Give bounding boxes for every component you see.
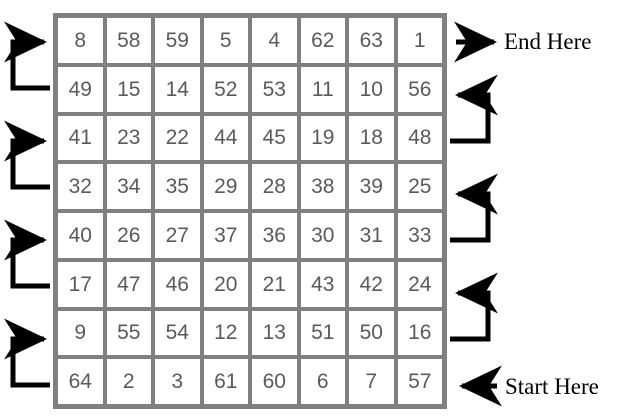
grid-cell: 39 xyxy=(349,164,394,209)
grid-cell: 3 xyxy=(155,359,200,404)
grid-cell: 11 xyxy=(300,66,345,112)
grid-cell: 5 xyxy=(203,18,248,63)
left-connector-row2-to-row1 xyxy=(4,21,50,91)
left-connector-row6-to-row5 xyxy=(4,219,50,289)
grid-cell: 9 xyxy=(58,310,103,356)
grid-cell: 27 xyxy=(155,213,200,258)
grid-cell: 22 xyxy=(155,115,200,161)
grid-cell: 52 xyxy=(203,66,248,112)
grid-cell: 18 xyxy=(349,115,394,161)
grid-cell: 59 xyxy=(155,18,200,63)
grid-cell: 38 xyxy=(300,164,345,209)
grid-cell: 61 xyxy=(203,359,248,404)
grid-cell: 17 xyxy=(58,261,103,307)
end-here-label: End Here xyxy=(504,29,592,54)
grid-cell: 64 xyxy=(58,359,103,404)
grid-cell: 2 xyxy=(106,359,151,404)
grid-cell: 30 xyxy=(300,213,345,258)
grid-cell: 14 xyxy=(155,66,200,112)
left-connector-row8-to-row7 xyxy=(4,318,50,388)
grid-cell: 25 xyxy=(397,164,442,209)
grid-cell: 55 xyxy=(106,310,151,356)
right-connector-row5-to-row4 xyxy=(450,173,498,243)
grid-cell: 23 xyxy=(106,115,151,161)
grid-cell: 50 xyxy=(349,310,394,356)
grid-cell: 32 xyxy=(58,164,103,209)
grid-cell: 4 xyxy=(252,18,297,63)
grid-cell: 13 xyxy=(252,310,297,356)
grid-cell: 41 xyxy=(58,115,103,161)
right-connector-row3-to-row2 xyxy=(450,74,498,144)
grid-cell: 8 xyxy=(58,18,103,63)
grid-cell: 21 xyxy=(252,261,297,307)
grid-cell: 29 xyxy=(203,164,248,209)
grid-cell: 19 xyxy=(300,115,345,161)
grid-cell: 37 xyxy=(203,213,248,258)
grid-cell: 48 xyxy=(397,115,442,161)
grid-cell: 36 xyxy=(252,213,297,258)
grid-cell: 33 xyxy=(397,213,442,258)
grid-cell: 10 xyxy=(349,66,394,112)
grid-cell: 60 xyxy=(252,359,297,404)
grid-cell: 20 xyxy=(203,261,248,307)
grid-cell: 40 xyxy=(58,213,103,258)
grid-cell: 42 xyxy=(349,261,394,307)
grid-cell: 45 xyxy=(252,115,297,161)
grid-cell: 44 xyxy=(203,115,248,161)
grid-cell: 49 xyxy=(58,66,103,112)
start-here-label: Start Here xyxy=(505,374,599,399)
grid-cell: 54 xyxy=(155,310,200,356)
grid-cell: 15 xyxy=(106,66,151,112)
grid-cell: 62 xyxy=(300,18,345,63)
grid-cell: 12 xyxy=(203,310,248,356)
grid-cell: 58 xyxy=(106,18,151,63)
left-connector-row4-to-row3 xyxy=(4,120,50,190)
grid-cell: 46 xyxy=(155,261,200,307)
grid-cell: 1 xyxy=(397,18,442,63)
grid-cell: 35 xyxy=(155,164,200,209)
grid-cell: 56 xyxy=(397,66,442,112)
grid-cell: 57 xyxy=(397,359,442,404)
grid-cell: 53 xyxy=(252,66,297,112)
grid-cell: 34 xyxy=(106,164,151,209)
grid-cell: 16 xyxy=(397,310,442,356)
grid-cell: 63 xyxy=(349,18,394,63)
grid-cell: 7 xyxy=(349,359,394,404)
grid-cell: 31 xyxy=(349,213,394,258)
right-connector-row7-to-row6 xyxy=(450,272,498,342)
grid-cell: 43 xyxy=(300,261,345,307)
grid-cell: 51 xyxy=(300,310,345,356)
grid-cell: 6 xyxy=(300,359,345,404)
grid-cell: 24 xyxy=(397,261,442,307)
grid-cell: 28 xyxy=(252,164,297,209)
grid-cell: 26 xyxy=(106,213,151,258)
grid-cell: 47 xyxy=(106,261,151,307)
